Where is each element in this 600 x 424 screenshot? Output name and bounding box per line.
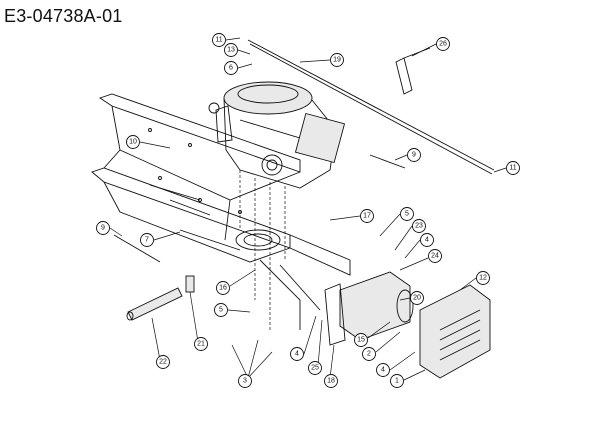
part-8-rod — [113, 234, 161, 263]
svg-text:19: 19 — [333, 57, 341, 64]
part-20-muffler — [339, 271, 414, 341]
callout-1[interactable]: 1 — [390, 374, 404, 388]
callout-25[interactable]: 25 — [308, 361, 322, 375]
svg-text:21: 21 — [197, 341, 205, 348]
svg-text:4: 4 — [295, 351, 299, 358]
callout-5-lower[interactable]: 5 — [214, 303, 228, 317]
callout-2[interactable]: 2 — [362, 347, 376, 361]
callout-4-right[interactable]: 4 — [376, 363, 390, 377]
callout-23[interactable]: 23 — [412, 219, 426, 233]
callout-24[interactable]: 24 — [428, 249, 442, 263]
callout-17[interactable]: 17 — [360, 209, 374, 223]
callout-11-right[interactable]: 11 — [506, 161, 520, 175]
callout-13[interactable]: 13 — [224, 43, 238, 57]
callout-3[interactable]: 3 — [238, 374, 252, 388]
callout-15[interactable]: 15 — [354, 333, 368, 347]
svg-text:25: 25 — [311, 365, 319, 372]
callout-18[interactable]: 18 — [324, 374, 338, 388]
callout-20[interactable]: 20 — [410, 291, 424, 305]
callout-11-top[interactable]: 11 — [212, 33, 226, 47]
callout-4-upper[interactable]: 4 — [420, 233, 434, 247]
svg-text:24: 24 — [431, 253, 439, 260]
svg-text:10: 10 — [129, 139, 137, 146]
svg-text:15: 15 — [357, 337, 365, 344]
svg-text:11: 11 — [509, 165, 516, 172]
svg-text:4: 4 — [425, 237, 429, 244]
diagram-title: E3-04738A-01 — [4, 6, 123, 26]
svg-text:23: 23 — [415, 223, 423, 230]
svg-text:2: 2 — [367, 351, 371, 358]
callout-5-upper[interactable]: 5 — [400, 207, 414, 221]
svg-text:6: 6 — [229, 65, 233, 72]
callout-12[interactable]: 12 — [476, 271, 490, 285]
svg-text:22: 22 — [159, 359, 167, 366]
leader-lines — [109, 37, 507, 381]
callout-10[interactable]: 10 — [126, 135, 140, 149]
part-12-heat-shield — [419, 284, 491, 379]
callout-9-left[interactable]: 9 — [96, 221, 110, 235]
svg-text:9: 9 — [101, 225, 105, 232]
callout-9-upper[interactable]: 9 — [407, 148, 421, 162]
svg-text:4: 4 — [381, 367, 385, 374]
part-9-upper-rod — [369, 154, 406, 169]
callout-4-lower[interactable]: 4 — [290, 347, 304, 361]
part-22-tube — [126, 287, 183, 321]
part-21-fitting — [185, 275, 195, 293]
svg-text:5: 5 — [219, 307, 223, 314]
callout-21[interactable]: 21 — [194, 337, 208, 351]
callout-26[interactable]: 26 — [436, 37, 450, 51]
svg-text:13: 13 — [227, 47, 235, 54]
svg-text:26: 26 — [439, 41, 447, 48]
callout-22[interactable]: 22 — [156, 355, 170, 369]
callout-7[interactable]: 7 — [140, 233, 154, 247]
svg-text:17: 17 — [363, 213, 371, 220]
svg-text:5: 5 — [405, 211, 409, 218]
part-26-bracket — [395, 47, 431, 95]
svg-text:1: 1 — [395, 378, 399, 385]
part-19-rod — [247, 39, 495, 175]
callout-6[interactable]: 6 — [224, 61, 238, 75]
svg-text:9: 9 — [412, 152, 416, 159]
svg-text:20: 20 — [413, 295, 421, 302]
svg-text:12: 12 — [479, 275, 487, 282]
engine — [208, 81, 346, 330]
svg-text:11: 11 — [215, 37, 222, 44]
svg-text:3: 3 — [243, 378, 247, 385]
callout-16[interactable]: 16 — [216, 281, 230, 295]
part-18-bracket — [324, 283, 346, 346]
svg-text:7: 7 — [145, 237, 149, 244]
svg-text:16: 16 — [219, 285, 227, 292]
callout-19[interactable]: 19 — [330, 53, 344, 67]
svg-text:18: 18 — [327, 378, 335, 385]
